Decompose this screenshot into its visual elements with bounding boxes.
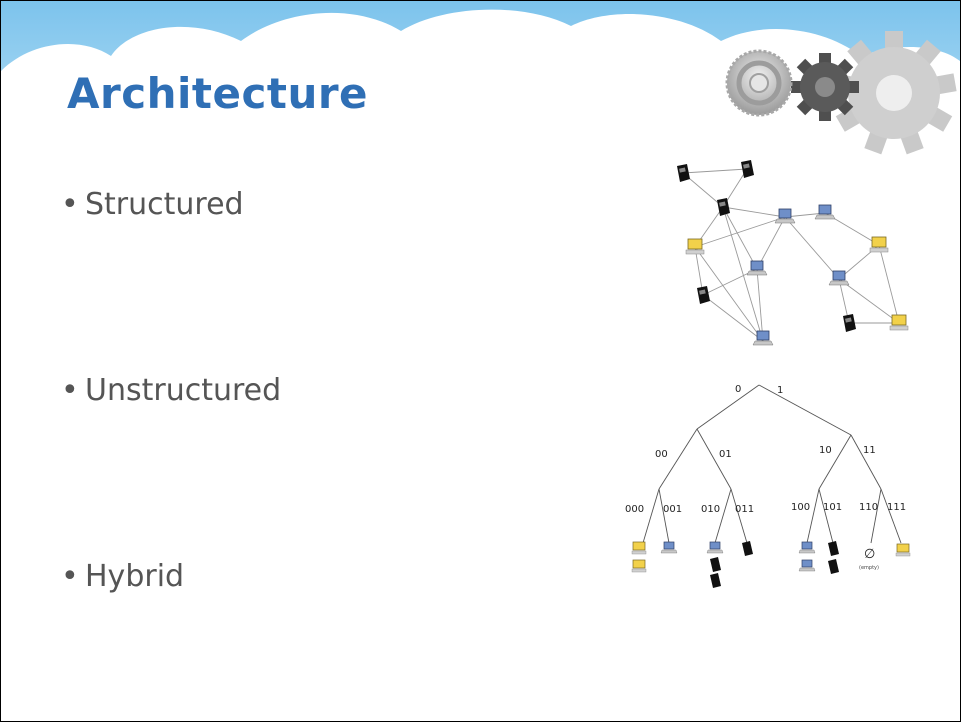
bullet-text: Structured (85, 187, 244, 222)
phone-icon (843, 314, 856, 332)
bullet-structured: •Structured (61, 187, 244, 222)
edge-label-1: 1 (777, 385, 783, 396)
phone-icon (742, 541, 753, 556)
edge-label-000: 000 (625, 504, 644, 515)
phone-icon (828, 559, 839, 574)
sky-cloud-banner (1, 1, 960, 201)
edge-label-001: 001 (663, 504, 682, 515)
phone-icon (828, 541, 839, 556)
bullet-text: Hybrid (85, 559, 185, 594)
edge-label-01: 01 (719, 449, 732, 460)
edge-label-0: 0 (735, 384, 741, 395)
edge-label-111: 111 (887, 502, 906, 513)
empty-label: (empty) (859, 565, 879, 571)
phone-icon (710, 557, 721, 572)
laptop-icon (660, 541, 678, 554)
bullet-hybrid: •Hybrid (61, 559, 184, 594)
laptop-icon (746, 260, 768, 276)
gears-decoration (725, 31, 957, 155)
gear-icon (791, 53, 859, 121)
phone-icon (710, 573, 721, 588)
mesh-links (682, 168, 900, 342)
desktop-icon (631, 559, 647, 573)
edge-label-100: 100 (791, 502, 810, 513)
bullet-text: Unstructured (85, 373, 282, 408)
slide-title: Architecture (67, 69, 369, 118)
desktop-icon (631, 541, 647, 555)
laptop-icon (814, 204, 836, 220)
edge-label-101: 101 (823, 502, 842, 513)
bullet-unstructured: •Unstructured (61, 373, 281, 408)
laptop-icon (706, 541, 724, 554)
phone-icon (697, 286, 710, 304)
edge-label-10: 10 (819, 445, 832, 456)
bullet-marker: • (61, 373, 79, 408)
bullet-marker: • (61, 187, 79, 222)
tree-edges (642, 384, 902, 544)
phone-icon (677, 164, 690, 182)
laptop-icon (752, 330, 774, 346)
binary-tree-diagram: 0 1 00 01 10 11 000 001 010 011 100 101 … (625, 384, 911, 588)
laptop-icon (798, 541, 816, 554)
network-mesh-diagram (677, 160, 909, 346)
bullet-marker: • (61, 559, 79, 594)
edge-label-010: 010 (701, 504, 720, 515)
empty-set-icon: ∅ (864, 547, 875, 562)
edge-label-00: 00 (655, 449, 668, 460)
edge-label-110: 110 (859, 502, 878, 513)
desktop-icon (869, 236, 889, 253)
desktop-icon (895, 543, 911, 557)
desktop-icon (685, 238, 705, 255)
gear-icon (725, 49, 793, 117)
edge-label-11: 11 (863, 445, 876, 456)
desktop-icon (889, 314, 909, 331)
laptop-icon (798, 559, 816, 572)
edge-label-011: 011 (735, 504, 754, 515)
